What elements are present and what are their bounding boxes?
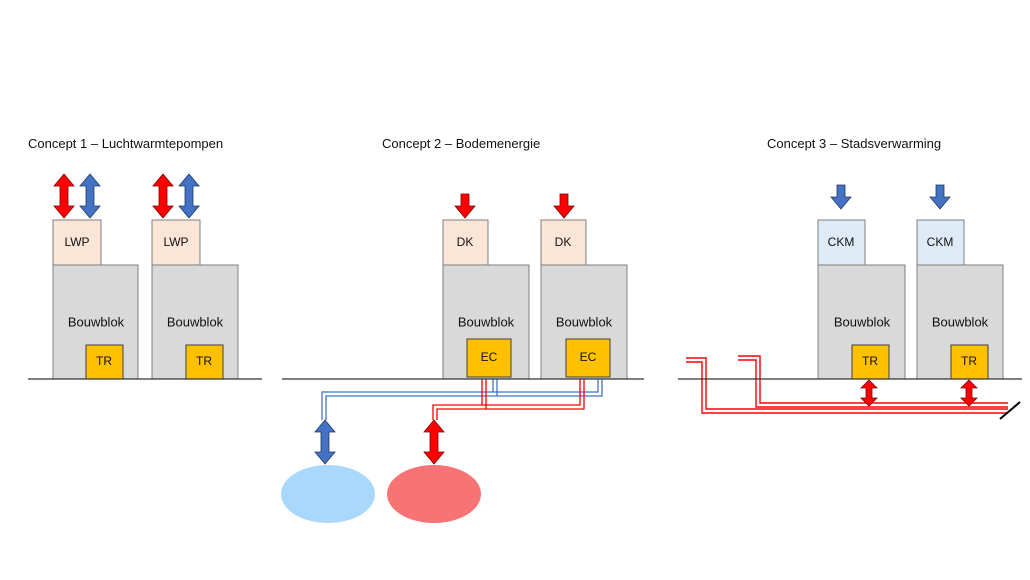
heat-exchange-arrow-icon bbox=[152, 173, 174, 219]
tr-unit bbox=[851, 344, 890, 380]
ckm-label: CKM bbox=[927, 235, 954, 249]
concept-2-building-2: DK Bouwblok EC bbox=[540, 193, 628, 380]
concept-2-title: Concept 2 – Bodemenergie bbox=[382, 136, 540, 151]
concept-3-building-2: CKM Bouwblok TR bbox=[916, 184, 1004, 380]
bouwblok-label: Bouwblok bbox=[458, 314, 515, 329]
concept-3: Concept 3 – Stadsverwarming CKM Bouwblok… bbox=[678, 136, 1022, 420]
cold-exchange-arrow-icon bbox=[314, 419, 336, 465]
bouwblok-label: Bouwblok bbox=[932, 314, 989, 329]
arrow-down-icon bbox=[553, 193, 575, 219]
arrow-down-icon bbox=[454, 193, 476, 219]
heat-supply-arrow-icon bbox=[860, 379, 878, 407]
lwp-label: LWP bbox=[64, 235, 89, 249]
dk-unit bbox=[442, 219, 489, 266]
warm-exchange-arrow-icon bbox=[423, 419, 445, 465]
concept-2-building-1: DK Bouwblok EC bbox=[442, 193, 530, 380]
ec-label: EC bbox=[580, 350, 597, 364]
ec-label: EC bbox=[481, 350, 498, 364]
concept-1-building-2: LWP Bouwblok TR bbox=[151, 173, 239, 380]
heat-exchange-arrow-icon bbox=[53, 173, 75, 219]
tr-label: TR bbox=[862, 354, 878, 368]
heat-exchange-arrow-icon bbox=[178, 173, 200, 219]
concept-3-building-1: CKM Bouwblok TR bbox=[817, 184, 906, 380]
tr-label: TR bbox=[96, 354, 112, 368]
dk-label: DK bbox=[555, 235, 572, 249]
tr-label: TR bbox=[961, 354, 977, 368]
ckm-unit bbox=[916, 219, 965, 266]
concept-2: Concept 2 – Bodemenergie DK Bouwblok EC bbox=[281, 136, 644, 523]
bouwblok-label: Bouwblok bbox=[834, 314, 891, 329]
arrow-down-icon bbox=[830, 184, 852, 210]
ec-unit bbox=[565, 338, 611, 378]
lwp-label: LWP bbox=[163, 235, 188, 249]
tr-unit bbox=[185, 344, 224, 380]
tr-label: TR bbox=[196, 354, 212, 368]
concept-1: Concept 1 – Luchtwarmtepompen LWP Bouwbl… bbox=[28, 136, 262, 380]
bouwblok-label: Bouwblok bbox=[556, 314, 613, 329]
warm-source bbox=[387, 465, 481, 523]
arrow-down-icon bbox=[929, 184, 951, 210]
concept-1-building-1: LWP Bouwblok TR bbox=[52, 173, 139, 380]
concept-3-title: Concept 3 – Stadsverwarming bbox=[767, 136, 941, 151]
heat-supply-arrow-icon bbox=[960, 379, 978, 407]
pipe-end-marker bbox=[999, 401, 1021, 420]
lwp-unit bbox=[151, 219, 201, 266]
ckm-label: CKM bbox=[828, 235, 855, 249]
bouwblok-label: Bouwblok bbox=[68, 314, 125, 329]
bouwblok-label: Bouwblok bbox=[167, 314, 224, 329]
concept-1-title: Concept 1 – Luchtwarmtepompen bbox=[28, 136, 223, 151]
heat-exchange-arrow-icon bbox=[79, 173, 101, 219]
ec-unit bbox=[466, 338, 512, 378]
cold-source bbox=[281, 465, 375, 523]
lwp-unit bbox=[52, 219, 102, 266]
dk-label: DK bbox=[457, 235, 474, 249]
